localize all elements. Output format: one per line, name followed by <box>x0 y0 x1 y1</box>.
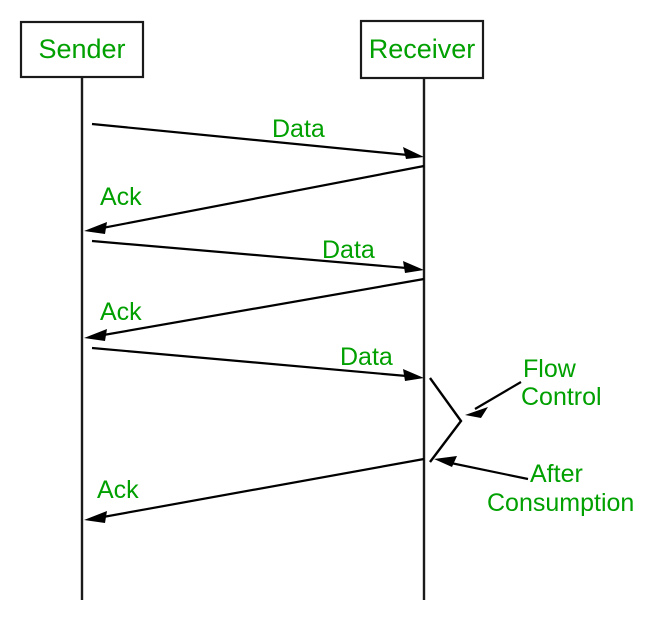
message-data-3[interactable]: Data <box>91 343 424 381</box>
annotation-pointer-line <box>445 460 529 481</box>
message-line <box>91 239 419 271</box>
arrowhead-right-icon <box>403 147 424 159</box>
message-label-data-3: Data <box>340 343 393 371</box>
message-line <box>91 122 419 158</box>
receiver-box[interactable] <box>359 19 485 80</box>
arrowhead-right-icon <box>403 369 424 381</box>
arrowhead-right-icon <box>403 261 424 273</box>
message-label-ack-3: Ack <box>97 476 139 504</box>
message-data-2[interactable]: Data <box>91 236 424 273</box>
message-ack-3[interactable]: Ack <box>84 457 425 523</box>
arrowhead-left-icon <box>84 329 107 341</box>
message-line <box>91 457 425 521</box>
participant-receiver[interactable]: Receiver <box>359 19 485 600</box>
annotation-flow-control[interactable]: Flow Control <box>465 355 602 418</box>
message-data-1[interactable]: Data <box>91 115 424 159</box>
arrowhead-down-left-icon <box>465 407 488 418</box>
message-label-data-2: Data <box>322 236 375 264</box>
message-label-ack-1: Ack <box>100 183 142 211</box>
message-line <box>91 346 419 379</box>
annotation-after-consumption[interactable]: After Consumption <box>434 456 634 517</box>
annotation-after-consumption-line-1: After <box>530 460 583 488</box>
message-line <box>91 164 425 232</box>
annotation-after-consumption-line-2: Consumption <box>487 489 634 517</box>
arrowhead-up-left-icon <box>434 456 457 467</box>
message-label-ack-2: Ack <box>100 298 142 326</box>
flow-control-delay-marker <box>429 377 463 463</box>
sender-box[interactable] <box>19 20 145 79</box>
message-line <box>91 277 425 339</box>
message-ack-1[interactable]: Ack <box>84 164 425 234</box>
message-label-data-1: Data <box>272 115 325 143</box>
message-ack-2[interactable]: Ack <box>84 277 425 341</box>
arrowhead-left-icon <box>84 511 107 523</box>
arrowhead-left-icon <box>84 222 107 234</box>
sender-label: Sender <box>38 34 125 64</box>
receiver-label: Receiver <box>369 34 476 64</box>
participant-sender[interactable]: Sender <box>19 20 145 600</box>
annotation-flow-control-line-2: Control <box>521 383 602 411</box>
annotation-flow-control-line-1: Flow <box>523 355 577 383</box>
annotation-pointer-line <box>474 381 522 410</box>
